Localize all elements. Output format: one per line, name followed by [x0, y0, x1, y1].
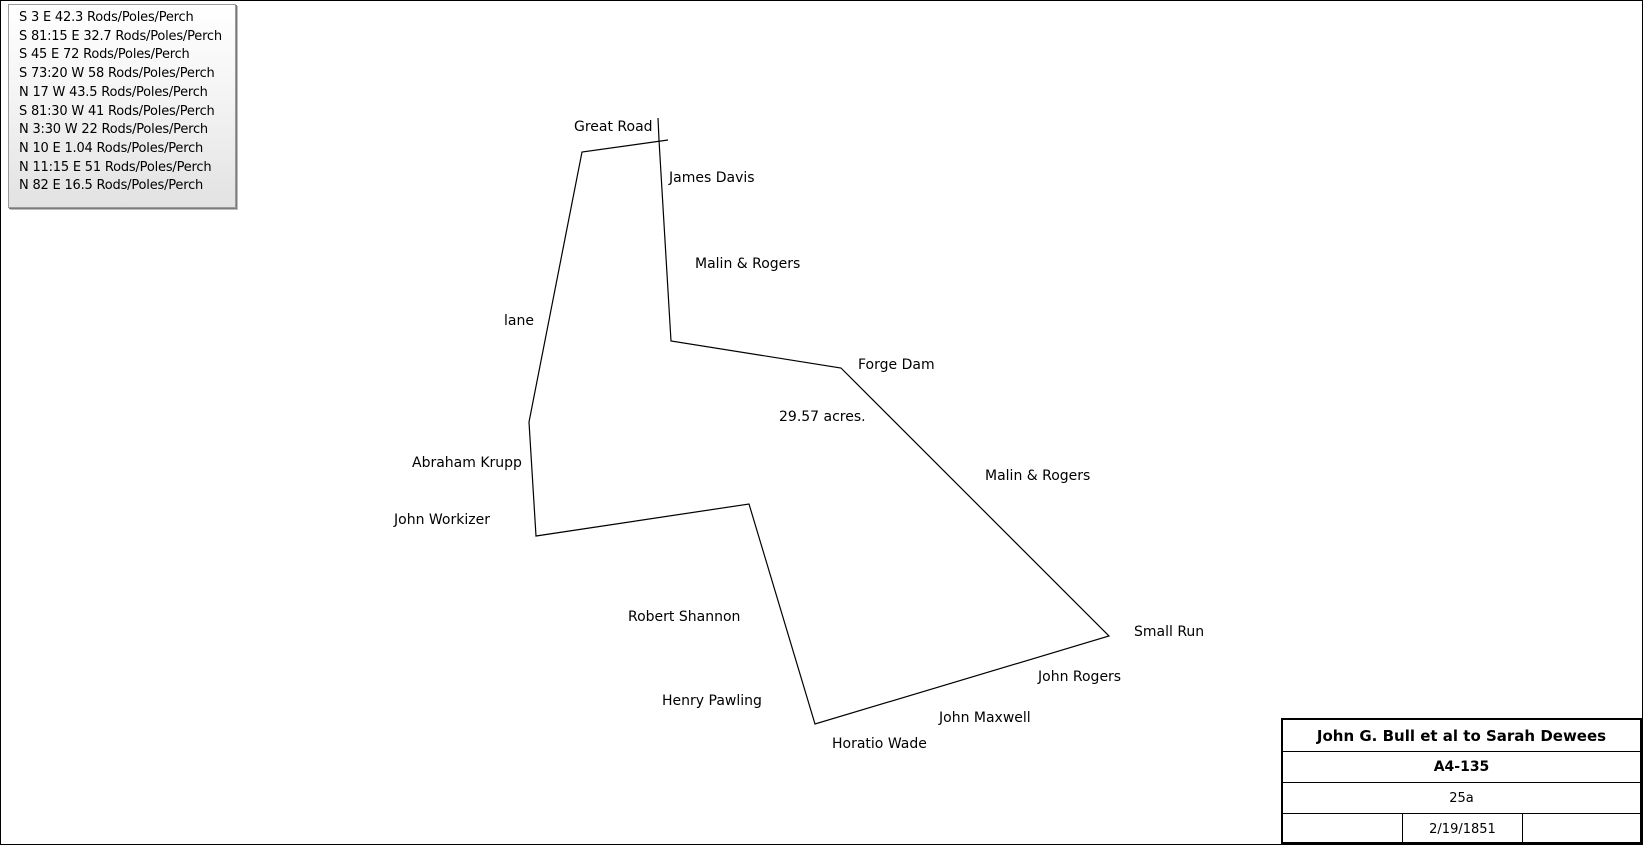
call-line: S 73:20 W 58 Rods/Poles/Perch	[19, 66, 215, 82]
call-line: N 82 E 16.5 Rods/Poles/Perch	[19, 178, 204, 194]
call-line: N 17 W 43.5 Rods/Poles/Perch	[19, 84, 208, 100]
footer-cell-right	[1523, 814, 1640, 845]
label-john-workizer: John Workizer	[393, 512, 490, 528]
deed-date: 2/19/1851	[1403, 814, 1523, 845]
call-line: N 3:30 W 22 Rods/Poles/Perch	[19, 122, 208, 138]
call-line: S 45 E 72 Rods/Poles/Perch	[19, 47, 190, 63]
label-acreage: 29.57 acres.	[779, 409, 866, 425]
label-great-road: Great Road	[574, 119, 653, 135]
call-line: N 11:15 E 51 Rods/Poles/Perch	[19, 159, 212, 175]
call-line: S 81:15 E 32.7 Rods/Poles/Perch	[19, 28, 222, 44]
road-line	[657, 117, 660, 141]
call-line: S 81:30 W 41 Rods/Poles/Perch	[19, 103, 215, 119]
label-malin-rogers-north: Malin & Rogers	[695, 256, 800, 272]
call-line: N 10 E 1.04 Rods/Poles/Perch	[19, 140, 204, 156]
label-horatio-wade: Horatio Wade	[832, 736, 927, 752]
label-malin-rogers-east: Malin & Rogers	[985, 468, 1090, 484]
label-james-davis: James Davis	[668, 170, 755, 186]
footer-cell-left	[1283, 814, 1403, 845]
label-robert-shannon: Robert Shannon	[628, 609, 740, 625]
deed-title: John G. Bull et al to Sarah Dewees	[1283, 720, 1640, 752]
label-john-maxwell: John Maxwell	[938, 710, 1031, 726]
label-forge-dam: Forge Dam	[858, 357, 935, 373]
label-henry-pawling: Henry Pawling	[662, 693, 762, 709]
label-john-rogers: John Rogers	[1037, 669, 1121, 685]
label-abraham-krupp: Abraham Krupp	[412, 455, 522, 471]
label-lane: lane	[504, 313, 534, 329]
call-line: S 3 E 42.3 Rods/Poles/Perch	[19, 10, 194, 25]
title-block-footer: 2/19/1851	[1283, 814, 1640, 845]
title-block: John G. Bull et al to Sarah Dewees A4-13…	[1281, 718, 1642, 845]
metes-and-bounds-list: S 3 E 42.3 Rods/Poles/Perch S 81:15 E 32…	[8, 4, 236, 208]
parcel-boundary	[528, 139, 1111, 725]
label-small-run: Small Run	[1134, 624, 1204, 640]
deed-reference: A4-135	[1283, 752, 1640, 783]
tract-number: 25a	[1283, 783, 1640, 814]
